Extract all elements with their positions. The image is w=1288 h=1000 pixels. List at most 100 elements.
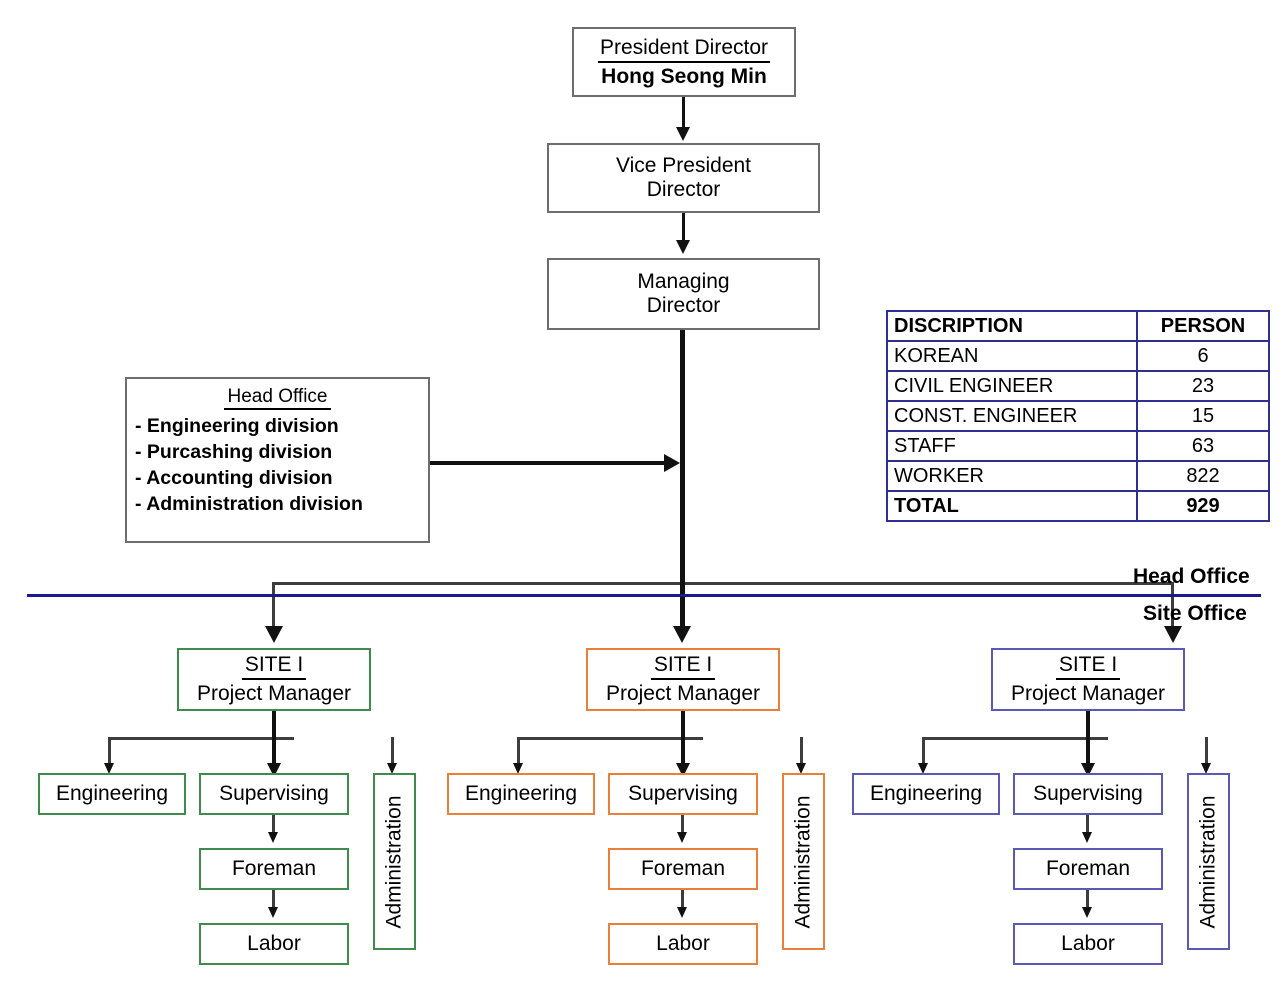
site-2-foreman-label: Foreman <box>640 857 726 880</box>
table-row: KOREAN 6 <box>886 340 1270 372</box>
site-3-fan-leg-left <box>922 737 925 767</box>
node-site-2-labor[interactable]: Labor <box>608 923 758 965</box>
node-site-3-labor[interactable]: Labor <box>1013 923 1163 965</box>
site-3-fan-leg-right <box>1205 737 1208 767</box>
site-2-arrow-labor <box>677 907 687 918</box>
site-2-engineering-label: Engineering <box>464 782 578 805</box>
site-1-pm-stem <box>272 711 276 739</box>
table-row: WORKER 822 <box>886 460 1270 492</box>
site-1-fan-leg-right <box>391 737 394 767</box>
table-cell-person: 15 <box>1136 400 1270 432</box>
head-site-divider-line <box>27 594 1261 597</box>
table-cell-description: STAFF <box>886 430 1138 462</box>
arrowhead-vp-to-managing <box>676 240 690 254</box>
node-site-3-administration[interactable]: Administration <box>1187 773 1230 950</box>
head-office-division-4: - Administration division <box>135 493 363 516</box>
site-1-supervising-label: Supervising <box>219 782 329 805</box>
vp-line2: Director <box>646 178 721 201</box>
site-3-role: Project Manager <box>1010 682 1166 705</box>
node-site-3-engineering[interactable]: Engineering <box>852 773 1000 815</box>
site-3-supervising-label: Supervising <box>1033 782 1143 805</box>
table-cell-person: 63 <box>1136 430 1270 462</box>
site-2-foreman-to-labor <box>681 890 684 911</box>
vp-line1: Vice President <box>615 154 752 178</box>
node-site-3-foreman[interactable]: Foreman <box>1013 848 1163 890</box>
node-site-1-engineering[interactable]: Engineering <box>38 773 186 815</box>
node-site-2-project-manager[interactable]: SITE I Project Manager <box>586 648 780 711</box>
node-site-3-project-manager[interactable]: SITE I Project Manager <box>991 648 1185 711</box>
divider-label-site-office: Site Office <box>1143 602 1247 625</box>
connector-president-to-vp <box>682 97 685 129</box>
site-3-foreman-label: Foreman <box>1045 857 1131 880</box>
node-site-2-supervising[interactable]: Supervising <box>608 773 758 815</box>
site-2-label: SITE I <box>650 653 716 680</box>
divider-label-head-office: Head Office <box>1133 565 1250 588</box>
table-cell-person: 23 <box>1136 370 1270 402</box>
node-site-1-project-manager[interactable]: SITE I Project Manager <box>177 648 371 711</box>
node-site-2-engineering[interactable]: Engineering <box>447 773 595 815</box>
site-3-foreman-to-labor <box>1086 890 1089 911</box>
site-3-fan-leg-center <box>1086 737 1090 767</box>
node-vice-president-director[interactable]: Vice President Director <box>547 143 820 213</box>
site-2-pm-stem <box>681 711 685 739</box>
table-total-person: 929 <box>1136 490 1270 522</box>
head-office-title: Head Office <box>223 386 332 411</box>
arrowhead-branch-site-1 <box>265 626 283 643</box>
connector-headoffice-to-spine <box>430 461 666 465</box>
node-site-3-supervising[interactable]: Supervising <box>1013 773 1163 815</box>
site-2-fan-leg-center <box>681 737 685 767</box>
site-1-engineering-label: Engineering <box>55 782 169 805</box>
site-1-supervising-to-foreman <box>272 815 275 836</box>
table-header-description: DISCRIPTION <box>886 310 1138 342</box>
node-site-2-foreman[interactable]: Foreman <box>608 848 758 890</box>
node-site-1-foreman[interactable]: Foreman <box>199 848 349 890</box>
node-site-1-supervising[interactable]: Supervising <box>199 773 349 815</box>
head-office-division-1: - Engineering division <box>135 415 339 438</box>
table-header-row: DISCRIPTION PERSON <box>886 310 1270 342</box>
branch-drop-site-3 <box>1171 582 1174 630</box>
managing-line2: Director <box>646 294 721 317</box>
node-site-1-labor[interactable]: Labor <box>199 923 349 965</box>
site-3-arrow-labor <box>1082 907 1092 918</box>
table-row: CIVIL ENGINEER 23 <box>886 370 1270 402</box>
site-3-engineering-label: Engineering <box>869 782 983 805</box>
table-row: CONST. ENGINEER 15 <box>886 400 1270 432</box>
node-president-director[interactable]: President Director Hong Seong Min <box>572 27 796 97</box>
site-2-arrow-foreman <box>677 832 687 843</box>
site-3-administration-label: Administration <box>1196 794 1220 929</box>
arrowhead-branch-site-3 <box>1164 626 1182 643</box>
table-cell-person: 822 <box>1136 460 1270 492</box>
connector-managing-spine <box>680 330 685 585</box>
table-header-person: PERSON <box>1136 310 1270 342</box>
head-office-division-2: - Purcashing division <box>135 441 333 464</box>
table-total-row: TOTAL 929 <box>886 490 1270 522</box>
node-site-2-administration[interactable]: Administration <box>782 773 825 950</box>
site-3-labor-label: Labor <box>1061 932 1115 955</box>
site-1-arrow-engineering <box>104 763 114 774</box>
arrowhead-headoffice-to-spine <box>664 454 680 472</box>
node-site-1-administration[interactable]: Administration <box>373 773 416 950</box>
table-cell-person: 6 <box>1136 340 1270 372</box>
site-1-fan-bar <box>108 737 294 740</box>
president-name: Hong Seong Min <box>601 64 767 88</box>
site-1-labor-label: Labor <box>247 932 301 955</box>
site-3-arrow-engineering <box>918 763 928 774</box>
site-1-fan-leg-left <box>108 737 111 767</box>
site-2-arrow-engineering <box>513 763 523 774</box>
site-1-foreman-to-labor <box>272 890 275 911</box>
site-2-arrow-administration <box>796 763 806 774</box>
site-3-arrow-administration <box>1201 763 1211 774</box>
branch-bar-to-sites <box>272 582 1174 585</box>
node-managing-director[interactable]: Managing Director <box>547 258 820 330</box>
site-1-arrow-labor <box>268 907 278 918</box>
table-cell-description: KOREAN <box>886 340 1138 372</box>
site-1-arrow-administration <box>387 763 397 774</box>
site-2-fan-leg-right <box>800 737 803 767</box>
head-office-division-3: - Accounting division <box>135 467 333 490</box>
site-1-label: SITE I <box>241 653 307 680</box>
table-cell-description: WORKER <box>886 460 1138 492</box>
site-1-role: Project Manager <box>196 682 352 705</box>
table-row: STAFF 63 <box>886 430 1270 462</box>
node-head-office[interactable]: Head Office - Engineering division - Pur… <box>125 377 430 543</box>
